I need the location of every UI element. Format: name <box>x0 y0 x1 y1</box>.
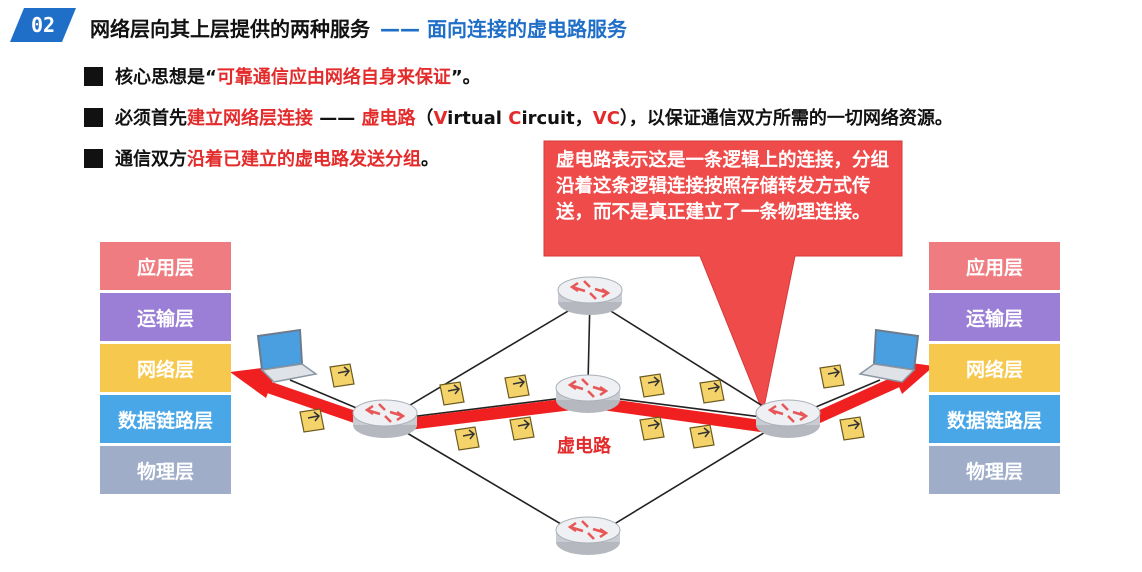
bullet-highlight: VC <box>592 108 620 129</box>
packet-icon <box>699 379 725 404</box>
layer-network: 网络层 <box>100 344 231 392</box>
packet-icon <box>439 381 465 406</box>
bullet-highlight: 虚电路 <box>361 108 416 129</box>
layer-network: 网络层 <box>929 344 1060 392</box>
bullet-square-icon <box>84 67 103 86</box>
layer-transport: 运输层 <box>100 293 231 341</box>
laptop-icon <box>859 329 919 383</box>
bullet-highlight: 沿着已建立的虚电路发送分组 <box>187 149 421 170</box>
section-number: 02 <box>30 13 56 37</box>
packet-icon <box>454 426 480 451</box>
bullet-highlight: C <box>508 108 522 129</box>
section-badge: 02 <box>10 8 76 42</box>
bullet-text: ）， <box>619 108 647 129</box>
bullet-text: 必须首先 <box>115 108 187 129</box>
packet-icon <box>509 416 535 441</box>
packet-icon <box>819 364 845 389</box>
virtual-circuit-label: 虚电路 <box>557 436 611 457</box>
bullet-core-idea: 核心思想是“可靠通信应由网络自身来保证”。 <box>84 63 481 89</box>
router-icon <box>554 515 622 557</box>
bullet-highlight: V <box>433 108 448 129</box>
bullet-text: ircuit， <box>521 108 593 129</box>
protocol-stack-left: 应用层 运输层 网络层 数据链路层 物理层 <box>100 242 231 497</box>
protocol-stack-right: 应用层 运输层 网络层 数据链路层 物理层 <box>929 242 1060 497</box>
packet-icon <box>329 363 355 388</box>
title-main: 网络层向其上层提供的两种服务 <box>90 17 370 41</box>
layer-datalink: 数据链路层 <box>929 395 1060 443</box>
callout-shape <box>543 140 903 414</box>
bullet-send: 通信双方沿着已建立的虚电路发送分组。 <box>84 145 439 171</box>
bullet-text: ”。 <box>450 67 481 88</box>
router-icon <box>754 398 822 440</box>
bullet-text: （ <box>415 108 434 129</box>
layer-physical: 物理层 <box>100 446 231 494</box>
layer-datalink: 数据链路层 <box>100 395 231 443</box>
layer-application: 应用层 <box>100 242 231 290</box>
layer-application: 应用层 <box>929 242 1060 290</box>
layer-physical: 物理层 <box>929 446 1060 494</box>
bullet-square-icon <box>84 149 103 168</box>
packet-icon <box>639 416 665 441</box>
laptop-icon <box>257 329 317 383</box>
packet-icon <box>299 408 325 433</box>
packet-icon <box>639 373 665 398</box>
router-icon <box>554 373 622 415</box>
bullet-highlight: 建立网络层连接 <box>187 108 313 129</box>
bullet-text: 。 <box>421 149 439 170</box>
router-icon <box>556 275 624 317</box>
router-icon <box>351 398 419 440</box>
packet-icon <box>689 424 715 449</box>
title-sub: —— 面向连接的虚电路服务 <box>380 17 627 41</box>
layer-transport: 运输层 <box>929 293 1060 341</box>
bullet-square-icon <box>84 108 103 127</box>
bullet-text: 通信双方 <box>115 149 187 170</box>
bullet-text: 核心思想是“ <box>115 67 217 88</box>
bullet-text: 以保证通信双方所需的一切网络资源。 <box>646 108 953 129</box>
bullet-establish: 必须首先建立网络层连接 —— 虚电路（Virtual Circuit，VC），以… <box>84 104 953 130</box>
page-title: 网络层向其上层提供的两种服务 —— 面向连接的虚电路服务 <box>90 13 627 42</box>
packet-icon <box>839 416 865 441</box>
callout-text: 虚电路表示这是一条逻辑上的连接，分组沿着这条逻辑连接按照存储转发方式传送，而不是… <box>556 150 890 223</box>
bullet-highlight: 可靠通信应由网络自身来保证 <box>216 67 451 88</box>
bullet-text: —— <box>313 108 362 129</box>
packet-icon <box>504 374 530 399</box>
bullet-text: irtual <box>447 108 509 129</box>
